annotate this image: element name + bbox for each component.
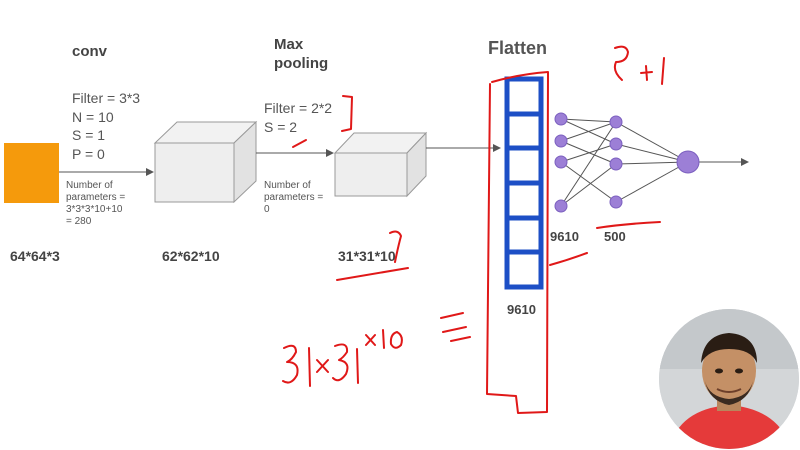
conv-label: conv <box>72 43 108 60</box>
flatten-vector <box>504 76 544 290</box>
annotation-n-plus-1 <box>613 45 665 85</box>
annotation-31x31x10 <box>282 312 471 387</box>
annotation-underline-pool-out <box>336 267 409 281</box>
pool-num-params-line3: 0 <box>264 204 270 215</box>
output-neuron <box>676 150 700 174</box>
conv-num-params-line3: 3*3*3*10+10 <box>66 204 123 215</box>
pool-num-params-line1: Number of <box>264 180 311 191</box>
max-pooling-label-line2: pooling <box>274 55 329 72</box>
input-block <box>4 143 59 203</box>
pool-output-dimension: 31*31*10 <box>338 248 396 264</box>
conv-num-params-line1: Number of <box>66 180 113 191</box>
conv-output-cube <box>153 120 258 204</box>
conv-num-params-line2: parameters = <box>66 192 126 203</box>
input-dimension: 64*64*3 <box>10 248 60 264</box>
conv-p-text: P = 0 <box>72 146 105 162</box>
annotation-underline-9610 <box>549 252 588 266</box>
flatten-size: 9610 <box>507 302 536 317</box>
conv-s-text: S = 1 <box>72 127 106 143</box>
handwritten-annotations <box>282 45 665 414</box>
flatten-label: Flatten <box>488 38 548 58</box>
conv-filter-text: Filter = 3*3 <box>72 90 141 106</box>
conv-output-dimension: 62*62*10 <box>162 248 220 264</box>
annotation-underline-500 <box>596 221 661 229</box>
annotation-underline-pool-stride <box>292 139 307 148</box>
max-pooling-label-line1: Max <box>274 36 304 53</box>
annotation-bracket-pool <box>341 95 353 132</box>
input-neurons <box>554 112 568 213</box>
pool-num-params-line2: parameters = <box>264 192 324 203</box>
conv-num-params-line4: = 280 <box>66 216 92 227</box>
dense-input-size: 9610 <box>550 229 579 244</box>
hidden-neurons <box>609 115 623 209</box>
conv-n-text: N = 10 <box>72 109 114 125</box>
dense-connections <box>560 118 689 207</box>
annotation-dimension-mark <box>389 230 402 263</box>
dense-hidden-size: 500 <box>604 229 626 244</box>
presenter-webcam <box>659 309 799 449</box>
pool-output-cube <box>333 131 428 198</box>
pool-filter-text: Filter = 2*2 <box>264 100 333 116</box>
pool-s-text: S = 2 <box>264 119 298 135</box>
annotation-flatten-bracket <box>486 71 549 414</box>
